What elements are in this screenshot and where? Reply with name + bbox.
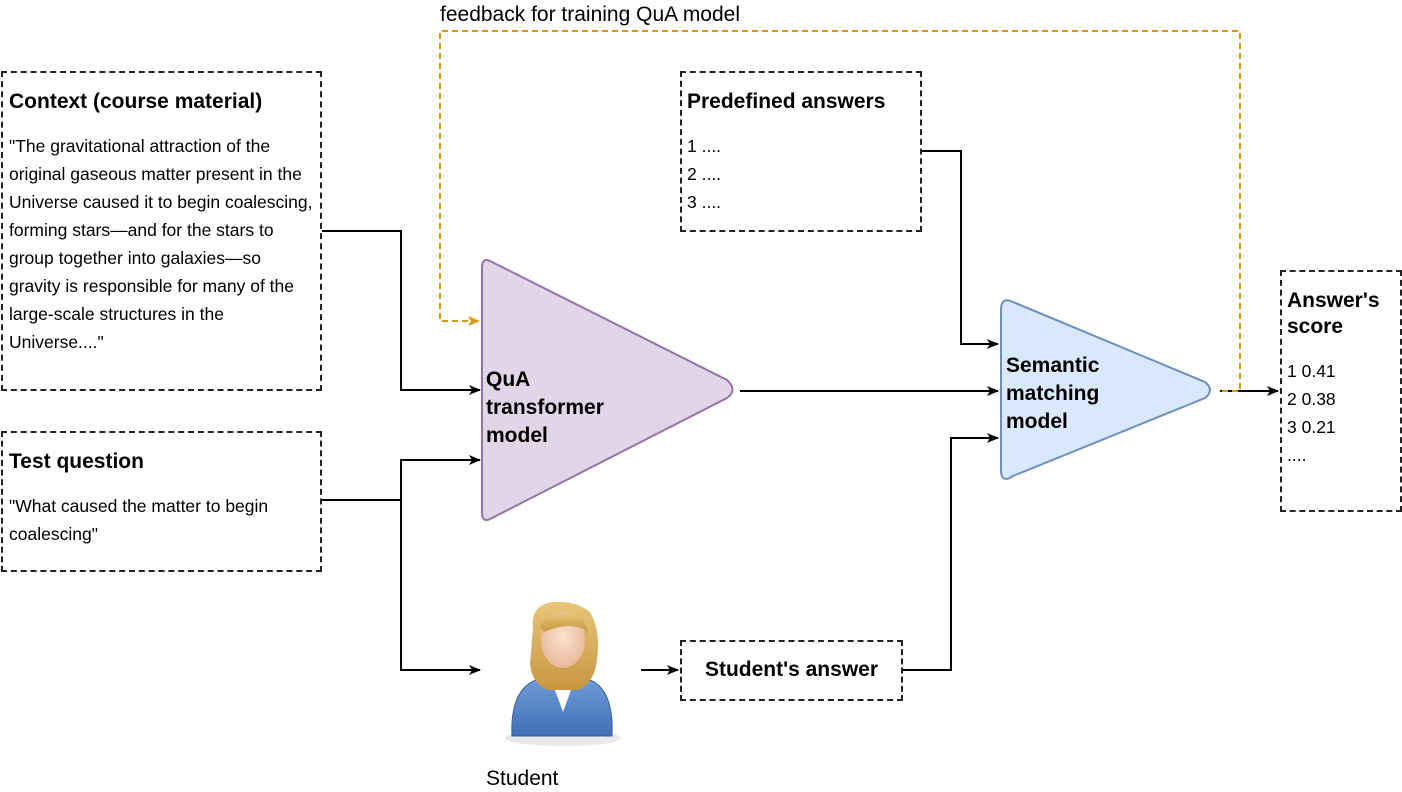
student-avatar-icon [505, 601, 621, 746]
qua-model-label: QuA transformer model [486, 368, 604, 447]
test-question-text: "What caused the matter to begin coalesc… [9, 496, 269, 544]
score-item: 1 0.41 [1287, 361, 1336, 381]
student-answer-to-semantic-arrow [903, 433, 999, 671]
semantic-model-label: Semantic matching model [1006, 354, 1100, 433]
qua-transformer-triangle[interactable] [481, 259, 734, 521]
predefined-answer-item: 2 .... [687, 164, 722, 184]
test-question-box: Test question "What caused the matter to… [1, 431, 322, 572]
predefined-to-semantic-arrow [922, 150, 999, 349]
predefined-answer-item: 1 .... [687, 136, 722, 156]
context-text: "The gravitational attraction of the ori… [9, 136, 313, 352]
predefined-answers-title: Predefined answers [687, 90, 886, 113]
answer-score-title: Answer's score [1287, 289, 1380, 338]
feedback-label: feedback for training QuA model [440, 3, 741, 26]
student-answer-label: Student's answer [704, 658, 879, 681]
score-item: .... [1287, 445, 1307, 465]
question-to-qua-arrow [322, 455, 481, 501]
predefined-answers-list: 1 .... 2 .... 3 .... [687, 132, 915, 216]
question-to-student-arrow [400, 500, 481, 675]
student-label: Student [486, 767, 559, 790]
score-item: 2 0.38 [1287, 389, 1336, 409]
feedback-loop-arrow [439, 30, 1241, 392]
context-title: Context (course material) [9, 90, 263, 113]
context-to-qua-arrow [322, 230, 481, 395]
semantic-matching-triangle[interactable] [1000, 299, 1211, 480]
test-question-title: Test question [9, 450, 144, 473]
predefined-answer-item: 3 .... [687, 192, 722, 212]
predefined-answers-box: Predefined answers 1 .... 2 .... 3 .... [680, 71, 922, 232]
score-item: 3 0.21 [1287, 417, 1336, 437]
answer-score-box: Answer's score 1 0.41 2 0.38 3 0.21 .... [1280, 270, 1402, 512]
answer-score-list: 1 0.41 2 0.38 3 0.21 .... [1287, 357, 1395, 469]
student-answer-box: Student's answer [680, 640, 903, 701]
context-box: Context (course material) "The gravitati… [1, 71, 322, 391]
